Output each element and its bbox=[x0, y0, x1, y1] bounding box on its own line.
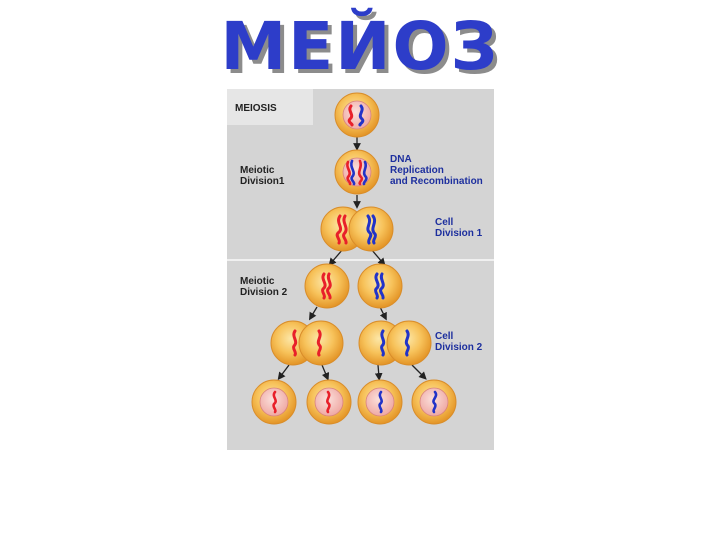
stage2-label-line2: Division 2 bbox=[240, 287, 288, 298]
gamete-1 bbox=[251, 379, 297, 425]
dna-label-line2: Replication bbox=[390, 165, 444, 176]
cell1-label-line1: Cell bbox=[435, 217, 454, 228]
gamete-2 bbox=[306, 379, 352, 425]
dna-label-line3: and Recombination bbox=[390, 176, 483, 187]
secondary-cell-right bbox=[357, 263, 403, 309]
parent-cell bbox=[334, 92, 380, 138]
arrow-daughter-4 bbox=[411, 364, 427, 380]
stage1-label-line1: Meiotic bbox=[240, 165, 275, 176]
gamete-3 bbox=[357, 379, 403, 425]
section-divider bbox=[227, 259, 494, 261]
dna-label-line1: DNA bbox=[390, 154, 412, 165]
replication-cell bbox=[334, 149, 380, 195]
header-box bbox=[227, 89, 313, 125]
secondary-cell-left bbox=[304, 263, 350, 309]
cell2-label-line1: Cell bbox=[435, 331, 454, 342]
diagram-header: MEIOSIS bbox=[235, 103, 277, 114]
division1-cell bbox=[320, 206, 394, 252]
division2-cell-right bbox=[358, 320, 432, 366]
arrow-left-to-division2 bbox=[308, 306, 318, 321]
flow-arrows bbox=[277, 137, 427, 381]
stage2-label-line1: Meiotic bbox=[240, 276, 275, 287]
arrow-daughter-2 bbox=[321, 364, 330, 381]
slide-title: МЕЙОЗ bbox=[220, 8, 500, 85]
cell1-label-line2: Division 1 bbox=[435, 228, 483, 239]
division2-cell-left bbox=[270, 320, 344, 366]
arrow-right-to-division2 bbox=[379, 306, 387, 321]
meiosis-diagram: MEIOSIS Meiotic Division1 DNA Replicatio… bbox=[227, 89, 494, 450]
arrow-daughter-3 bbox=[374, 364, 383, 381]
cell2-label-line2: Division 2 bbox=[435, 342, 483, 353]
stage1-label-line2: Division1 bbox=[240, 176, 285, 187]
gamete-4 bbox=[411, 379, 457, 425]
arrow-daughter-1 bbox=[277, 364, 290, 381]
